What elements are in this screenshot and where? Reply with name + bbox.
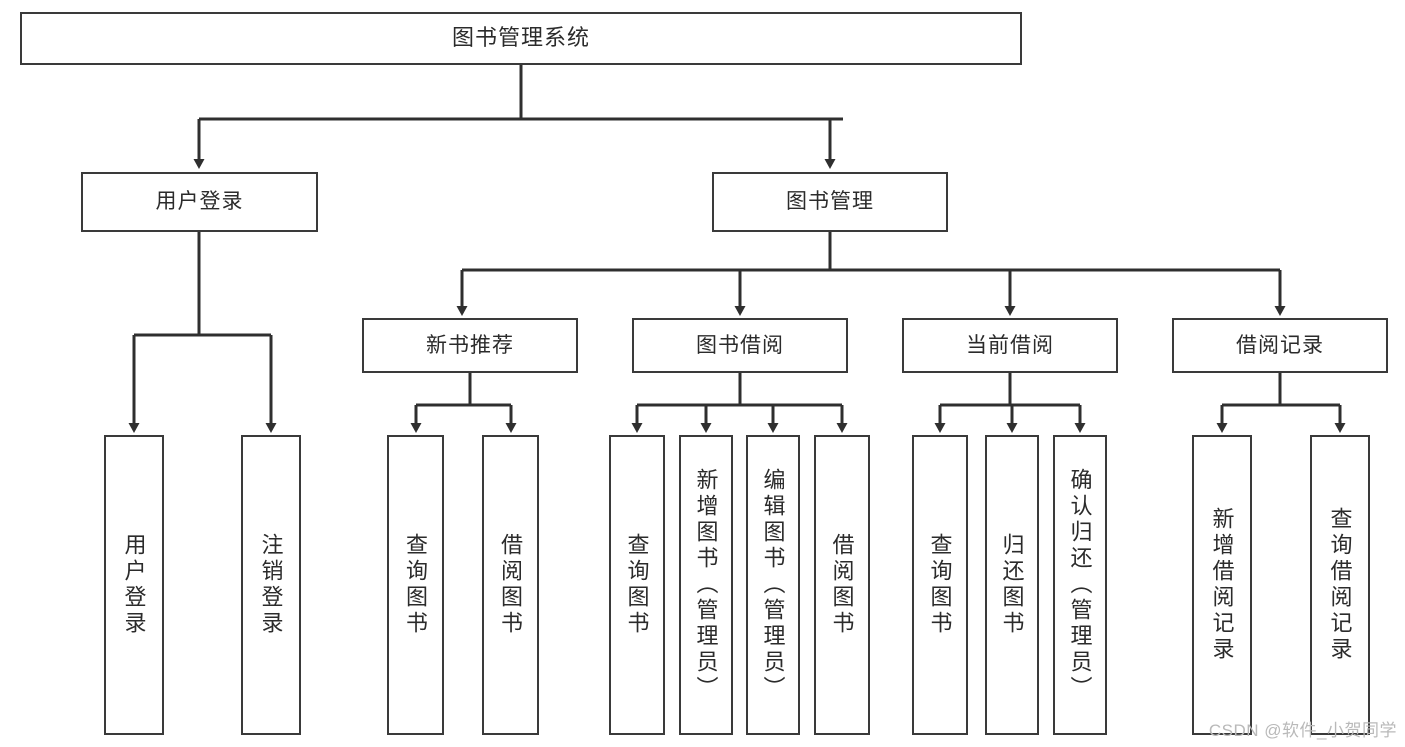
node-label: 查询图书 [403,533,429,637]
node-label: 新增图书（管理员） [693,468,719,702]
node-leaf-query-book-1[interactable]: 查询图书 [387,435,444,735]
node-label: 用户登录 [155,190,244,214]
node-label: 查询借阅记录 [1327,507,1353,663]
node-label: 图书管理 [786,190,874,214]
node-leaf-query-book-2[interactable]: 查询图书 [609,435,665,735]
node-current-borrow[interactable]: 当前借阅 [902,318,1118,373]
node-label: 编辑图书（管理员） [760,468,786,702]
node-label: 借阅图书 [829,533,855,637]
node-label: 图书借阅 [696,333,784,357]
node-label: 用户登录 [121,533,147,637]
node-new-book-recommend[interactable]: 新书推荐 [362,318,578,373]
node-root-system[interactable]: 图书管理系统 [20,12,1022,65]
node-label: 图书管理系统 [451,25,590,51]
node-label: 新书推荐 [426,333,514,357]
node-user-login[interactable]: 用户登录 [81,172,318,232]
node-leaf-query-book-3[interactable]: 查询图书 [912,435,968,735]
node-label: 注销登录 [258,533,284,637]
node-label: 查询图书 [927,533,953,637]
node-leaf-add-record[interactable]: 新增借阅记录 [1192,435,1252,735]
node-label: 借阅记录 [1236,333,1324,357]
node-label: 当前借阅 [966,333,1054,357]
node-label: 借阅图书 [498,533,524,637]
node-label: 新增借阅记录 [1209,507,1235,663]
node-label: 确认归还（管理员） [1067,468,1093,702]
node-leaf-query-record[interactable]: 查询借阅记录 [1310,435,1370,735]
node-leaf-return-book[interactable]: 归还图书 [985,435,1039,735]
node-book-borrow[interactable]: 图书借阅 [632,318,848,373]
csdn-watermark: CSDN @软件_小贺同学 [1208,721,1397,740]
node-leaf-add-book[interactable]: 新增图书（管理员） [679,435,733,735]
node-borrow-record[interactable]: 借阅记录 [1172,318,1388,373]
node-leaf-edit-book[interactable]: 编辑图书（管理员） [746,435,800,735]
node-leaf-user-login[interactable]: 用户登录 [104,435,164,735]
node-leaf-borrow-book-2[interactable]: 借阅图书 [814,435,870,735]
node-leaf-logout[interactable]: 注销登录 [241,435,301,735]
node-label: 归还图书 [999,533,1025,637]
node-leaf-borrow-book-1[interactable]: 借阅图书 [482,435,539,735]
node-label: 查询图书 [624,533,650,637]
node-leaf-confirm-return[interactable]: 确认归还（管理员） [1053,435,1107,735]
node-book-manage[interactable]: 图书管理 [712,172,948,232]
